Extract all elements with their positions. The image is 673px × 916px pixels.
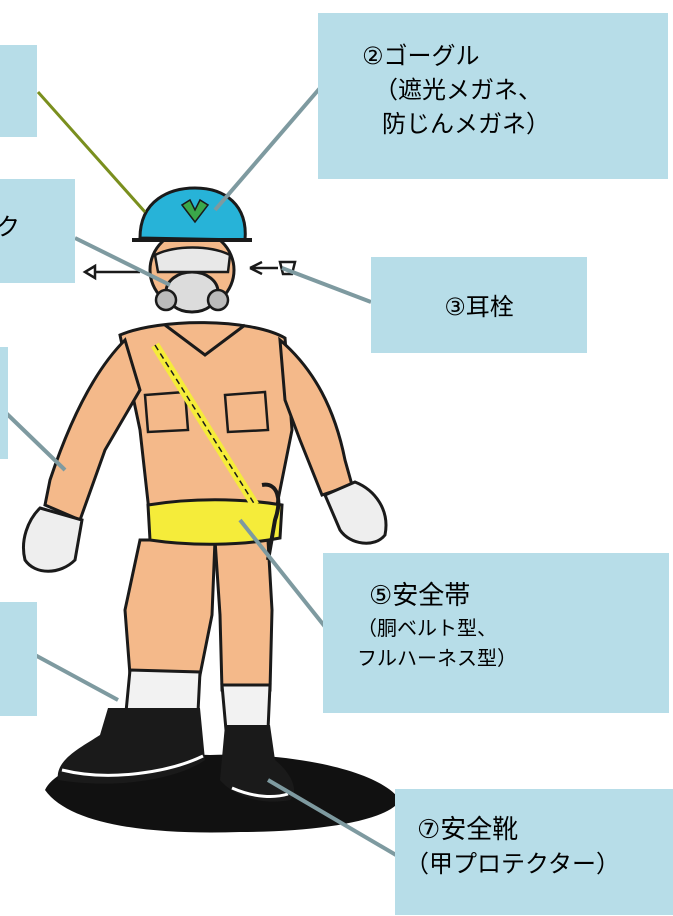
earplug-arrow-left	[82, 263, 140, 281]
right-leg	[213, 538, 274, 692]
left-boot-sole	[61, 754, 204, 777]
safety-belt	[146, 498, 284, 546]
label-box-gloves	[0, 602, 37, 716]
left-leg	[123, 538, 217, 677]
leader-clothes	[3, 410, 67, 472]
label-box-goggles: ②ゴーグル （遮光メガネ、 防じんメガネ）	[318, 13, 668, 179]
harness-title: ⑤安全帯	[369, 581, 471, 611]
helmet-badge	[180, 198, 210, 224]
leader-gloves	[34, 653, 119, 702]
earplug-arrow-right	[249, 260, 278, 276]
right-sock	[220, 683, 272, 732]
right-arm	[278, 336, 354, 497]
leader-mask	[74, 236, 171, 287]
boots-sub1: （甲プロテクター）	[405, 850, 621, 878]
harness-sub1: （胴ベルト型、	[357, 616, 497, 640]
lanyard-hook	[261, 482, 281, 561]
left-glove	[22, 506, 84, 573]
collar	[164, 323, 246, 357]
chest-pocket-left	[143, 390, 190, 434]
right-glove	[323, 480, 388, 545]
leader-harness	[238, 518, 328, 630]
label-box-clothes	[0, 347, 8, 459]
harness-sub2: フルハーネス型）	[357, 646, 517, 670]
leader-earplug	[281, 266, 372, 304]
left-arm	[43, 337, 142, 523]
mask-title: ク	[0, 213, 20, 241]
label-box-mask: ク	[0, 179, 75, 283]
label-box-earplug: ③耳栓	[371, 257, 587, 353]
left-boot	[57, 708, 205, 784]
leader-boots	[266, 778, 398, 857]
leader-goggles	[213, 86, 322, 212]
leader-helmet	[36, 91, 147, 213]
label-box-boots: ⑦安全靴 （甲プロテクター）	[395, 789, 673, 915]
left-sock	[124, 668, 202, 714]
shoulder-strap-outline	[154, 344, 256, 506]
right-boot-sole	[231, 786, 289, 798]
chest-pocket-right	[223, 390, 270, 434]
label-box-harness: ⑤安全帯 （胴ベルト型、 フルハーネス型）	[323, 553, 669, 713]
earplug-title: ③耳栓	[444, 293, 514, 321]
goggles-sub2: 防じんメガネ）	[382, 110, 550, 138]
goggles-title: ②ゴーグル	[362, 42, 480, 70]
goggles-sub1: （遮光メガネ、	[374, 76, 542, 104]
respirator-filter-left	[154, 288, 178, 312]
label-box-helmet	[0, 45, 37, 137]
goggles	[153, 246, 232, 274]
boots-title: ⑦安全靴	[417, 815, 519, 845]
respirator-filter-right	[206, 288, 230, 312]
